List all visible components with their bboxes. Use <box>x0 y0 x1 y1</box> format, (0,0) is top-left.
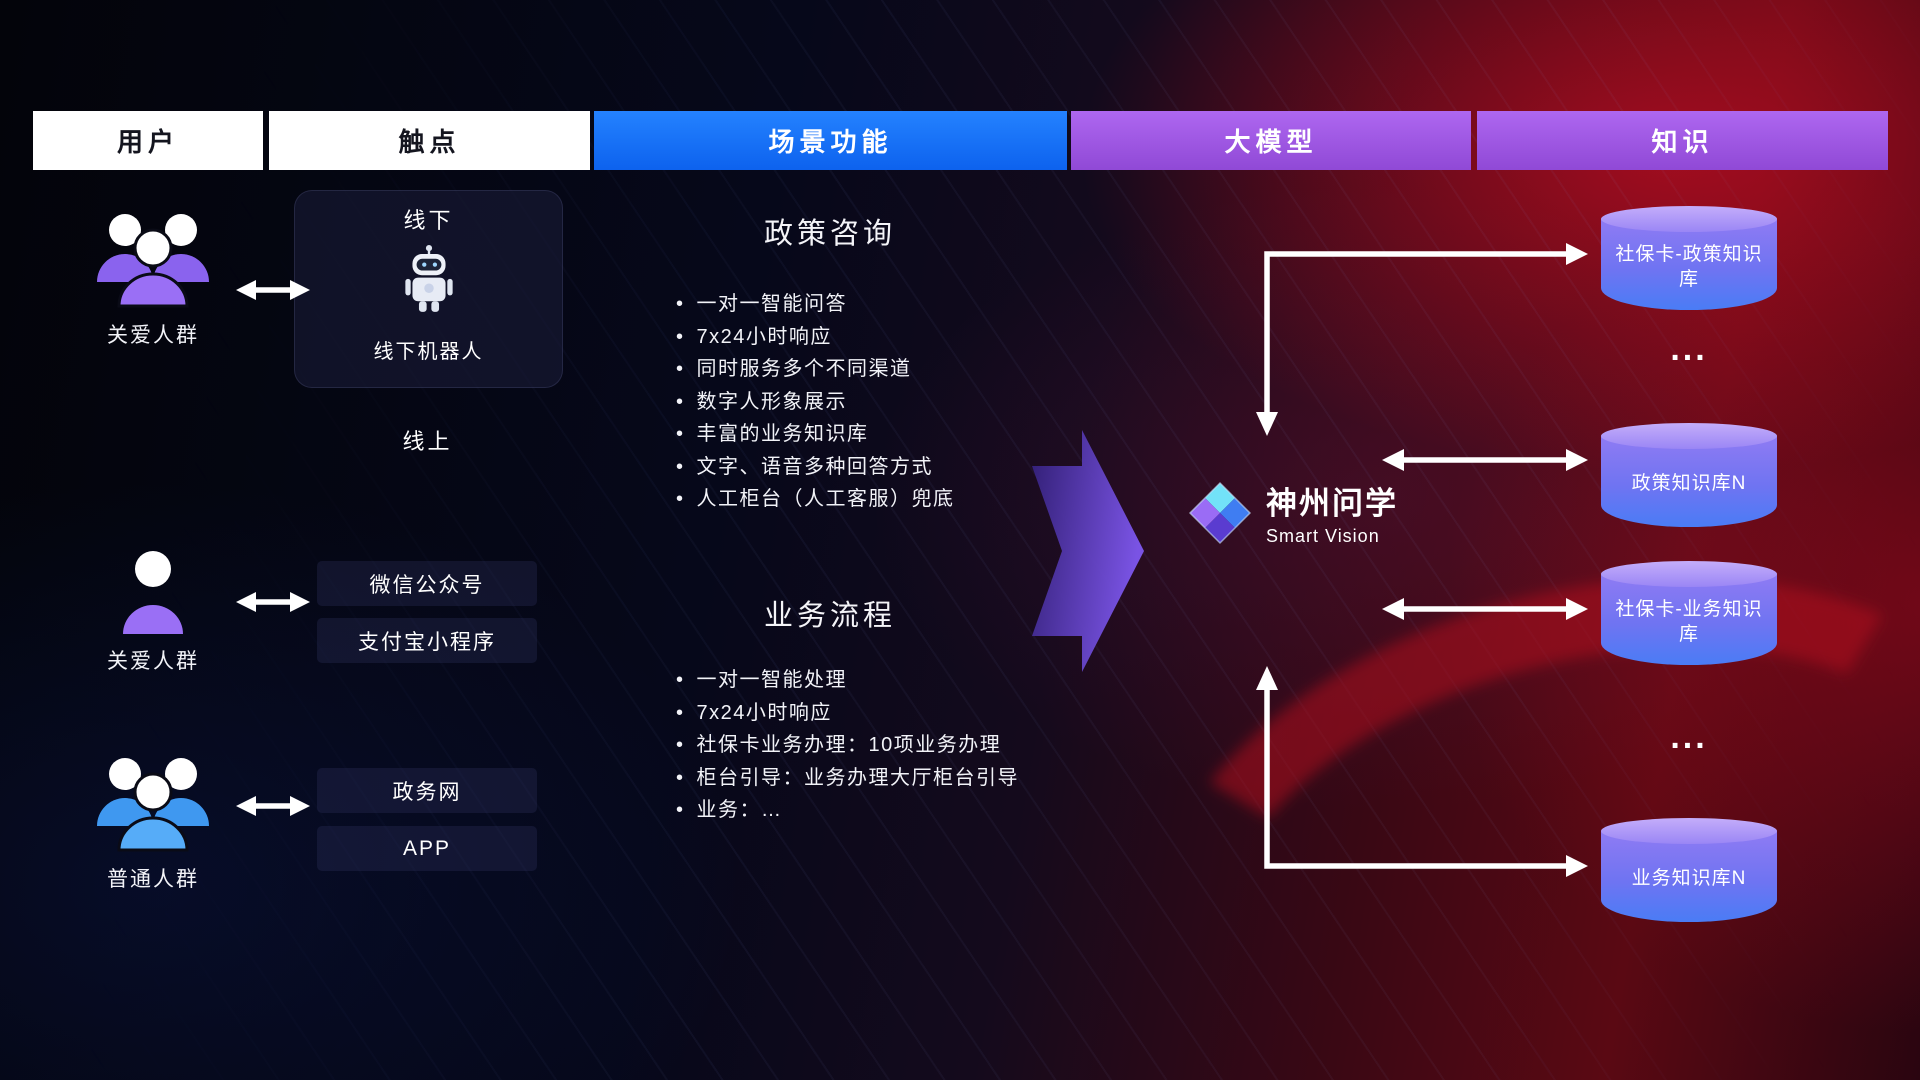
user-label: 关爱人群 <box>107 324 199 347</box>
model-name: 神州问学 <box>1266 486 1398 521</box>
double-arrow-icon <box>1382 598 1588 620</box>
cylinder-top <box>1601 561 1777 587</box>
header-knowledge: 知识 <box>1477 111 1888 170</box>
user-care-group-2: 关爱人群 <box>78 548 228 675</box>
model-subtitle: Smart Vision <box>1266 526 1380 546</box>
list-item: 柜台引导：业务办理大厅柜台引导 <box>676 762 1019 795</box>
knowledge-db-policy-sscard: 社保卡-政策知识库 <box>1601 206 1777 310</box>
big-arrow-icon <box>1032 430 1144 672</box>
list-item: 同时服务多个不同渠道 <box>676 353 955 386</box>
cylinder-top <box>1601 423 1777 449</box>
cylinder-db-icon: 业务知识库N <box>1601 831 1777 922</box>
offline-robot-card: 线下 线下机器人 <box>294 190 563 388</box>
user-care-group-1: 关爱人群 <box>78 206 228 349</box>
scenario-list-policy: 一对一智能问答 7x24小时响应 同时服务多个不同渠道 数字人形象展示 丰富的业… <box>676 288 955 516</box>
header-model: 大模型 <box>1071 111 1471 170</box>
list-item: 7x24小时响应 <box>676 321 955 354</box>
list-item: 一对一智能问答 <box>676 288 955 321</box>
cylinder-db-icon: 社保卡-政策知识库 <box>1601 219 1777 310</box>
group-people-icon <box>97 214 209 308</box>
list-item: 丰富的业务知识库 <box>676 418 955 451</box>
list-item: 7x24小时响应 <box>676 697 1019 730</box>
knowledge-db-policy-n: 政策知识库N <box>1601 423 1777 527</box>
header-touchpoints: 触点 <box>269 111 590 170</box>
db-label: 社保卡-政策知识库 <box>1615 243 1763 290</box>
channel-gov-web: 政务网 <box>317 768 537 813</box>
list-item: 文字、语音多种回答方式 <box>676 451 955 484</box>
gem-diamond-icon <box>1188 481 1252 544</box>
offline-robot-label: 线下机器人 <box>373 341 484 363</box>
offline-title: 线下 <box>403 208 454 233</box>
online-title: 线上 <box>402 429 453 454</box>
cylinder-top <box>1601 818 1777 844</box>
model-logo: 神州问学 Smart Vision <box>1188 478 1398 547</box>
list-item: 人工柜台（人工客服）兜底 <box>676 483 955 516</box>
user-general-group: 普通人群 <box>78 750 228 893</box>
list-item: 社保卡业务办理：10项业务办理 <box>676 729 1019 762</box>
scenario-list-business: 一对一智能处理 7x24小时响应 社保卡业务办理：10项业务办理 柜台引导：业务… <box>676 664 1019 827</box>
user-label: 关爱人群 <box>107 650 199 673</box>
model-text: 神州问学 Smart Vision <box>1266 478 1398 547</box>
knowledge-db-business-n: 业务知识库N <box>1601 818 1777 922</box>
cylinder-db-icon: 社保卡-业务知识库 <box>1601 574 1777 665</box>
double-arrow-icon <box>1382 449 1588 471</box>
scenario-title-business: 业务流程 <box>763 600 896 632</box>
double-arrow-icon <box>236 592 310 612</box>
channel-app: APP <box>317 826 537 871</box>
cylinder-top <box>1601 206 1777 232</box>
db-label: 社保卡-业务知识库 <box>1615 598 1763 645</box>
channel-wechat: 微信公众号 <box>317 561 537 606</box>
channel-alipay: 支付宝小程序 <box>317 618 537 663</box>
ellipsis: ... <box>1670 330 1708 368</box>
person-icon <box>123 551 183 634</box>
header-users: 用户 <box>33 111 263 170</box>
ellipsis: ... <box>1670 718 1708 756</box>
elbow-arrow-bottom <box>1256 666 1588 877</box>
user-label: 普通人群 <box>107 868 199 891</box>
scenario-title-policy: 政策咨询 <box>763 218 896 250</box>
cylinder-db-icon: 政策知识库N <box>1601 436 1777 527</box>
elbow-arrow-top <box>1256 243 1588 436</box>
list-item: 数字人形象展示 <box>676 386 955 419</box>
db-label: 政策知识库N <box>1631 473 1747 495</box>
background-red-swoosh <box>1084 489 1920 1080</box>
header-scenarios: 场景功能 <box>594 111 1067 170</box>
db-label: 业务知识库N <box>1631 868 1747 890</box>
double-arrow-icon <box>236 796 310 816</box>
list-item: 业务：… <box>676 794 1019 827</box>
knowledge-db-business-sscard: 社保卡-业务知识库 <box>1601 561 1777 665</box>
group-people-icon <box>97 758 209 852</box>
list-item: 一对一智能处理 <box>676 664 1019 697</box>
robot-icon <box>295 243 562 317</box>
